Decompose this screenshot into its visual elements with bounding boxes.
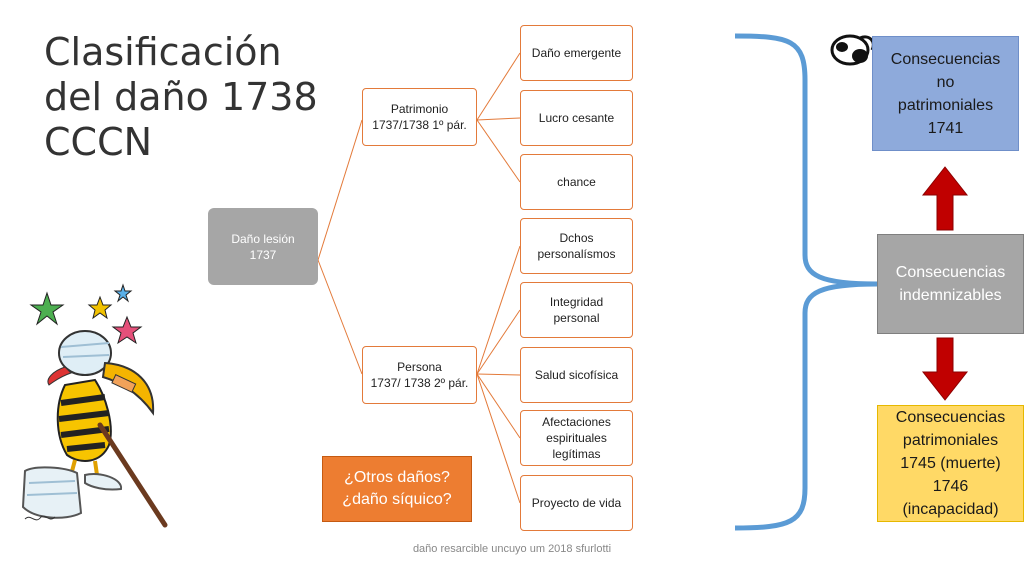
- page-title: Clasificación del daño 1738 CCCN: [44, 30, 324, 165]
- arrow-down: [921, 337, 969, 401]
- connector-patrimonio-lucro: [476, 117, 521, 121]
- connector-persona-integridad: [476, 309, 521, 375]
- node-patrimonio: Patrimonio 1737/1738 1º pár.: [362, 88, 477, 146]
- cnp-line3: patrimoniales: [897, 96, 994, 114]
- otros-danos-line2: ¿daño síquico?: [342, 491, 452, 508]
- ci-line2: indemnizables: [899, 287, 1002, 304]
- cp-line3: 1745 (muerte): [900, 455, 1001, 472]
- connector-patrimonio-chance: [476, 119, 521, 183]
- leaf-afectaciones-line3: legítimas: [552, 447, 601, 461]
- leaf-afectaciones-espirituales: Afectaciones espirituales legítimas: [520, 410, 633, 466]
- ci-line1: Consecuencias: [895, 264, 1006, 281]
- cnp-line4: 1741: [927, 119, 964, 137]
- leaf-dchos-line1: Dchos: [559, 231, 594, 245]
- leaf-chance-label: chance: [557, 175, 596, 189]
- consecuencias-no-patrimoniales-box: Consecuencias no patrimoniales 1741: [872, 36, 1019, 151]
- cp-line5: (incapacidad): [902, 501, 999, 518]
- node-patrimonio-line1: Patrimonio: [390, 102, 449, 116]
- connector-persona-proyecto: [476, 373, 521, 504]
- title-line-2: del daño 1738: [44, 75, 318, 119]
- leaf-afectaciones-line2: espirituales: [546, 431, 607, 445]
- consecuencias-indemnizables-box: Consecuencias indemnizables: [877, 234, 1024, 334]
- node-dano-lesion: Daño lesión 1737: [208, 208, 318, 285]
- leaf-integridad-personal: Integridad personal: [520, 282, 633, 338]
- connector-persona-afectaciones: [476, 373, 521, 439]
- leaf-salud-label: Salud sicofísica: [534, 368, 619, 382]
- connector-persona-salud: [476, 373, 521, 376]
- connector-patrimonio-emergente: [476, 52, 521, 121]
- leaf-proyecto-de-vida: Proyecto de vida: [520, 475, 633, 531]
- cartoon-mask-illustration: [830, 34, 875, 66]
- node-persona: Persona 1737/ 1738 2º pár.: [362, 346, 477, 404]
- cp-line4: 1746: [932, 478, 969, 495]
- curly-brace: [734, 33, 878, 531]
- title-line-3: CCCN: [44, 120, 153, 164]
- connector-persona-dchos: [476, 245, 521, 375]
- cp-line1: Consecuencias: [895, 409, 1006, 426]
- leaf-dano-emergente-label: Daño emergente: [531, 46, 622, 60]
- otros-danos-box: ¿Otros daños? ¿daño síquico?: [322, 456, 472, 522]
- leaf-dchos-line2: personalísmos: [537, 247, 616, 261]
- connector-root-persona: [317, 259, 363, 375]
- title-line-1: Clasificación: [44, 30, 282, 74]
- node-persona-line1: Persona: [397, 360, 442, 374]
- consecuencias-patrimoniales-box: Consecuencias patrimoniales 1745 (muerte…: [877, 405, 1024, 522]
- cnp-line1: Consecuencias: [890, 50, 1001, 68]
- leaf-lucro-cesante: Lucro cesante: [520, 90, 633, 146]
- node-patrimonio-line2: 1737/1738 1º pár.: [372, 118, 467, 132]
- footer-credit: daño resarcible uncuyo um 2018 sfurlotti: [412, 543, 612, 555]
- leaf-dchos-personalismos: Dchos personalísmos: [520, 218, 633, 274]
- leaf-integridad-line2: personal: [553, 311, 600, 325]
- leaf-lucro-cesante-label: Lucro cesante: [538, 111, 615, 125]
- cnp-line2: no: [936, 73, 955, 91]
- leaf-proyecto-label: Proyecto de vida: [531, 496, 622, 510]
- leaf-salud-sicofisica: Salud sicofísica: [520, 347, 633, 403]
- leaf-chance: chance: [520, 154, 633, 210]
- leaf-integridad-line1: Integridad: [549, 295, 604, 309]
- node-persona-line2: 1737/ 1738 2º pár.: [370, 376, 469, 390]
- injured-bird-cartoon: [21, 283, 168, 528]
- leaf-afectaciones-line1: Afectaciones: [542, 415, 611, 429]
- node-dano-lesion-line1: Daño lesión: [231, 231, 295, 246]
- connector-root-patrimonio: [317, 119, 363, 261]
- leaf-dano-emergente: Daño emergente: [520, 25, 633, 81]
- node-dano-lesion-line2: 1737: [249, 247, 277, 262]
- otros-danos-line1: ¿Otros daños?: [344, 469, 450, 486]
- cp-line2: patrimoniales: [902, 432, 999, 449]
- arrow-up: [921, 166, 969, 231]
